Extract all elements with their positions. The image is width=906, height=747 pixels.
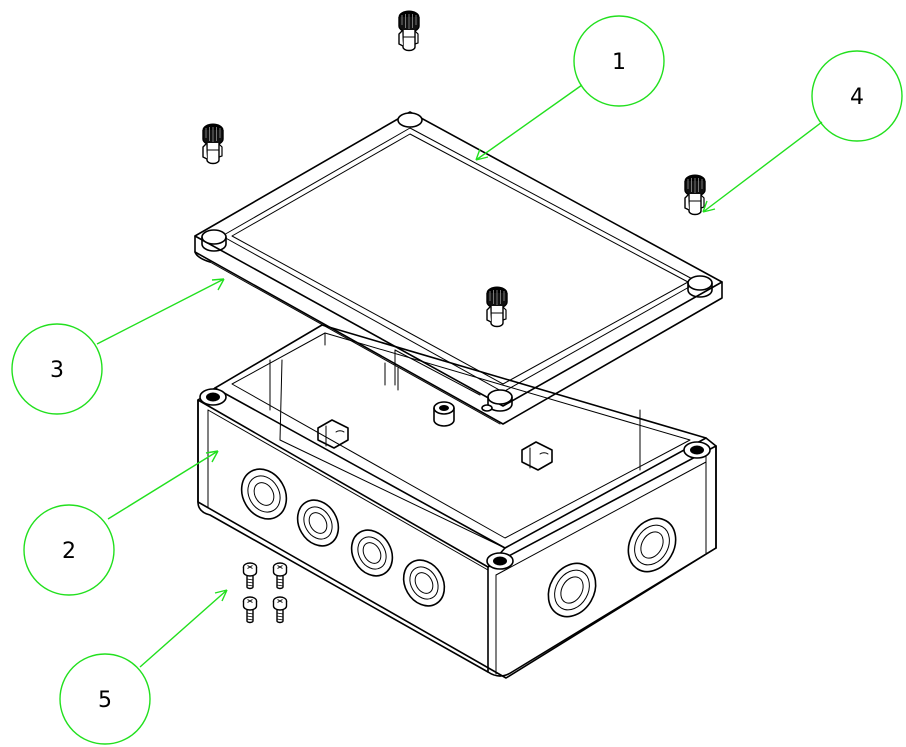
callout-number-4: 4 [850, 85, 864, 110]
enclosure-lid [194, 111, 723, 425]
lid-screws [202, 10, 706, 328]
callout-1: 1 [475, 15, 665, 161]
callout-number-2: 2 [62, 539, 76, 564]
enclosure-base [197, 324, 717, 679]
callout-5: 5 [59, 589, 228, 745]
cable-entries [240, 468, 677, 618]
callout-4: 4 [702, 50, 903, 213]
callout-number-1: 1 [612, 50, 626, 75]
mounting-screws [242, 562, 288, 624]
callout-3: 3 [11, 278, 225, 415]
callout-number-5: 5 [98, 688, 112, 713]
callout-2: 2 [23, 450, 219, 596]
callout-number-3: 3 [50, 358, 64, 383]
